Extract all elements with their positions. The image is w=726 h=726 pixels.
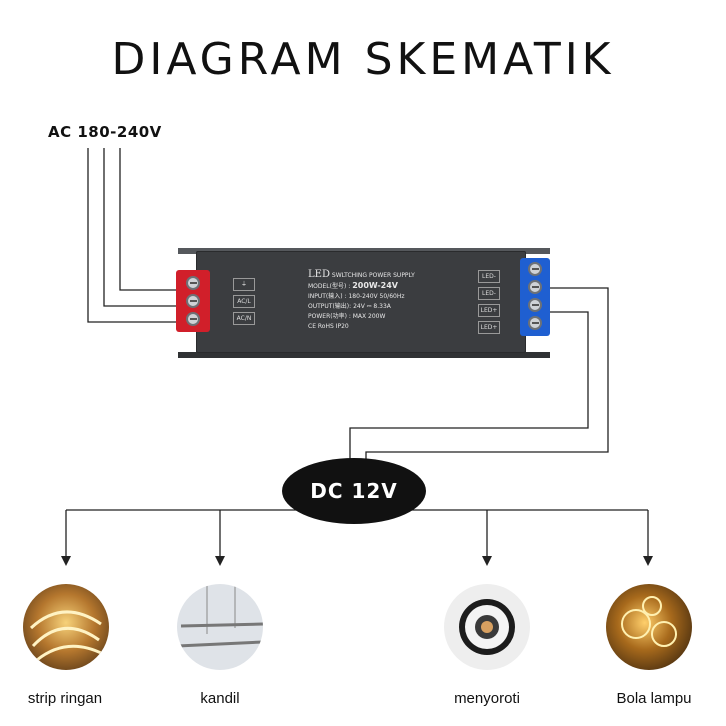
terminal-mark: ⏚ — [233, 278, 255, 291]
arrow-1 — [61, 556, 71, 566]
psu-rail — [178, 352, 550, 358]
psu-subtitle: SWLTCHING POWER SUPPLY — [331, 272, 415, 279]
dc-wire-minus — [349, 311, 589, 470]
spotlight-graphic — [459, 599, 515, 655]
arrow-4 — [643, 556, 653, 566]
light-bulb-graphic — [621, 596, 677, 647]
terminal-mark: LED- — [478, 270, 500, 283]
light-bulb-icon — [606, 584, 692, 670]
pendant-lamp-icon — [177, 584, 263, 670]
pendant-lamp-graphic — [177, 584, 263, 648]
psu-brand: LED — [308, 269, 330, 280]
page-title: DIAGRAM SKEMATIK — [111, 34, 615, 85]
psu-input-line: INPUT(输入) : 180-240V 50/60Hz — [308, 293, 405, 300]
screw-icon — [528, 262, 542, 276]
ac-wire-3 — [87, 148, 178, 323]
psu-body — [196, 251, 526, 353]
screw-icon — [528, 280, 542, 294]
terminal-mark: LED+ — [478, 321, 500, 334]
psu-power-line: POWER(功率) : MAX 200W — [308, 313, 386, 320]
psu-model: 200W-24V — [352, 281, 398, 290]
screw-icon — [528, 298, 542, 312]
output-terminal-block — [520, 258, 550, 336]
led-strip-icon — [23, 584, 109, 670]
product-label-menyoroti: menyoroti — [454, 690, 520, 707]
terminal-mark: LED+ — [478, 304, 500, 317]
screw-icon — [186, 312, 200, 326]
psu-cert: CE RoHS IP20 — [308, 323, 349, 330]
psu-output-line: OUTPUT(输出): 24V ⎓ 8.33A — [308, 303, 391, 310]
input-terminal-block — [176, 270, 210, 332]
ac-wire-2 — [103, 148, 178, 307]
screw-icon — [186, 294, 200, 308]
product-label-bola-lampu: Bola lampu — [616, 690, 692, 707]
led-strip-graphic — [29, 610, 104, 662]
psu-model-line: MODEL(型号) : — [308, 283, 351, 290]
spotlight-icon — [444, 584, 530, 670]
dc-output-label: DC 12V — [282, 458, 426, 524]
terminal-mark: AC/N — [233, 312, 255, 325]
arrow-3 — [482, 556, 492, 566]
screw-icon — [186, 276, 200, 290]
arrow-2 — [215, 556, 225, 566]
psu-label: LED SWLTCHING POWER SUPPLY MODEL(型号) : 2… — [308, 270, 415, 332]
screw-icon — [528, 316, 542, 330]
ac-wire-1 — [119, 148, 178, 291]
ac-input-label: AC 180-240V — [48, 123, 162, 141]
product-label-kandil: kandil — [200, 690, 240, 707]
input-terminal-marks: ⏚ AC/L AC/N — [233, 278, 255, 325]
terminal-mark: LED- — [478, 287, 500, 300]
product-label-strip: strip ringan — [27, 690, 103, 707]
terminal-mark: AC/L — [233, 295, 255, 308]
power-supply-unit: ⏚ AC/L AC/N LED SWLTCHING POWER SUPPLY M… — [176, 248, 550, 358]
output-terminal-marks: LED- LED- LED+ LED+ — [478, 270, 500, 334]
